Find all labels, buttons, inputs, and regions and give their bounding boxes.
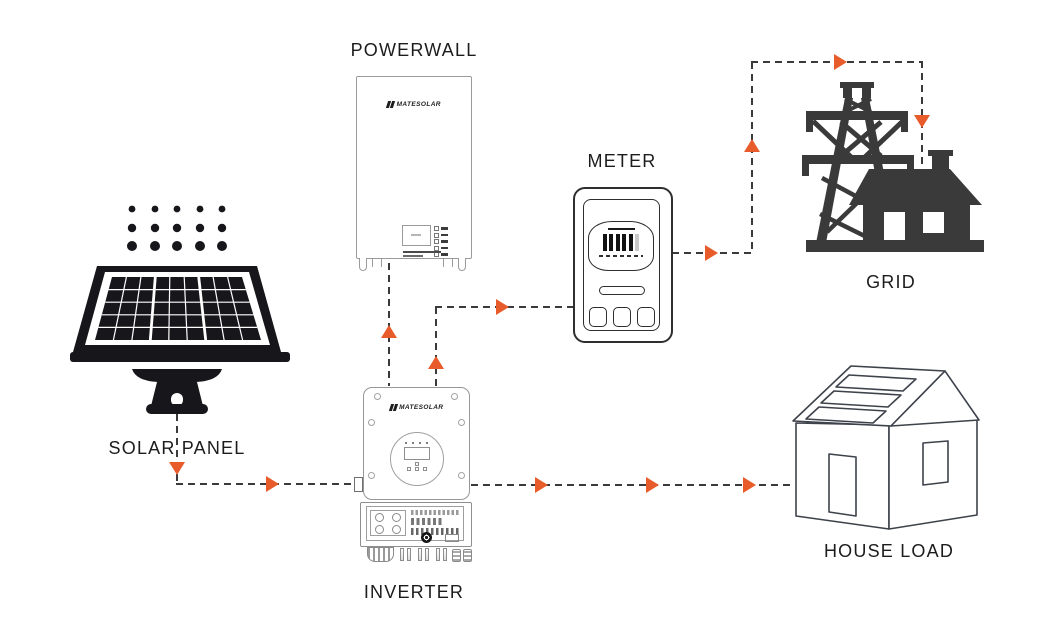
- terminal-panel: [366, 506, 464, 542]
- roof-solar-panels: [805, 374, 917, 424]
- meter-display: [588, 221, 654, 271]
- grid-label: GRID: [866, 272, 916, 292]
- grid-icon: [802, 82, 984, 253]
- cable-gland: [463, 549, 472, 562]
- line-inverter-houseload: [471, 484, 793, 486]
- line-solarpanel-down: [176, 414, 178, 484]
- brand-text: MATESOLAR: [399, 404, 444, 411]
- powerwall-foot: [359, 258, 367, 271]
- powerwall-foot: [458, 258, 466, 271]
- cable-pin: [443, 548, 447, 561]
- house-window: [922, 440, 949, 486]
- panel-stand: [132, 369, 222, 414]
- powerwall-bracket: [372, 258, 382, 267]
- meter-display-line: [607, 228, 635, 230]
- flow-arrow-up-icon: [428, 356, 444, 369]
- inverter-label: INVERTER: [363, 582, 465, 602]
- breaker-switches: [370, 510, 406, 536]
- meter-label: METER: [587, 151, 657, 171]
- flow-arrow-right-icon: [535, 477, 548, 493]
- inverter-terminal-section: [360, 502, 472, 547]
- cable-pin: [436, 548, 440, 561]
- terminal-strip: [411, 518, 443, 525]
- ground-bar: [806, 240, 984, 252]
- house-load-icon: [792, 365, 980, 530]
- inverter-side-connector: [354, 477, 363, 492]
- cable-gland: [367, 547, 394, 562]
- brand-text: MATESOLAR: [396, 101, 441, 108]
- screw-icon: [368, 472, 375, 479]
- flow-arrow-down-icon: [169, 462, 185, 475]
- meter-face: [583, 199, 660, 331]
- cable-pin: [400, 548, 404, 561]
- meter-digit-bars: [602, 234, 640, 251]
- cable-pin: [418, 548, 422, 561]
- inverter-control-panel: [389, 432, 444, 486]
- flow-arrow-right-icon: [496, 299, 509, 315]
- terminal-strip: [411, 510, 459, 515]
- brand-mark-icon: [385, 101, 395, 108]
- inverter-buttons: [406, 462, 427, 471]
- house-outline: [792, 365, 980, 530]
- powerwall-brand-logo: MATESOLAR: [357, 101, 471, 108]
- screw-icon: [458, 419, 465, 426]
- line-inverter-meter-v: [435, 307, 437, 386]
- powerwall-label-print: [403, 251, 441, 258]
- line-inverter-powerwall: [388, 263, 390, 386]
- terminal-block: [445, 534, 459, 542]
- cable-pin: [407, 548, 411, 561]
- terminal-strip: [411, 528, 459, 535]
- powerwall-label: POWERWALL: [350, 40, 478, 60]
- flow-arrow-right-icon: [743, 477, 756, 493]
- house-door: [828, 453, 857, 517]
- flow-arrow-right-icon: [646, 477, 659, 493]
- inverter-status-leds: [405, 442, 428, 444]
- screw-icon: [368, 419, 375, 426]
- meter-buttons: [588, 307, 655, 327]
- meter-display-dashes: [599, 255, 643, 257]
- meter-device: [573, 187, 673, 343]
- house-load-label: HOUSE LOAD: [823, 541, 955, 561]
- flow-arrow-right-icon: [266, 476, 279, 492]
- meter-slot: [598, 286, 645, 295]
- flow-arrow-right-icon: [705, 245, 718, 261]
- powerwall-display: [402, 225, 431, 246]
- inverter-display: [403, 447, 430, 460]
- flow-arrow-up-icon: [744, 139, 760, 152]
- powerwall-led-indicators: [434, 226, 448, 257]
- grid-house: [849, 150, 982, 240]
- flow-arrow-down-icon: [914, 115, 930, 128]
- line-meter-grid-v1: [751, 62, 753, 253]
- inverter-device: MATESOLAR: [363, 387, 470, 500]
- sun-dots: [127, 205, 227, 251]
- powerwall-device: MATESOLAR: [356, 76, 472, 259]
- brand-mark-icon: [388, 404, 398, 411]
- flow-arrow-up-icon: [381, 325, 397, 338]
- inverter-brand-logo: MATESOLAR: [364, 404, 469, 411]
- cable-pin: [425, 548, 429, 561]
- flow-arrow-right-icon: [834, 54, 847, 70]
- ground-port-icon: [421, 532, 432, 543]
- panel: [70, 266, 290, 362]
- screw-icon: [374, 393, 381, 400]
- solar-panel-icon: [70, 205, 290, 414]
- screw-icon: [458, 472, 465, 479]
- cable-gland: [452, 549, 461, 562]
- powerwall-bracket: [443, 258, 453, 267]
- screw-icon: [451, 393, 458, 400]
